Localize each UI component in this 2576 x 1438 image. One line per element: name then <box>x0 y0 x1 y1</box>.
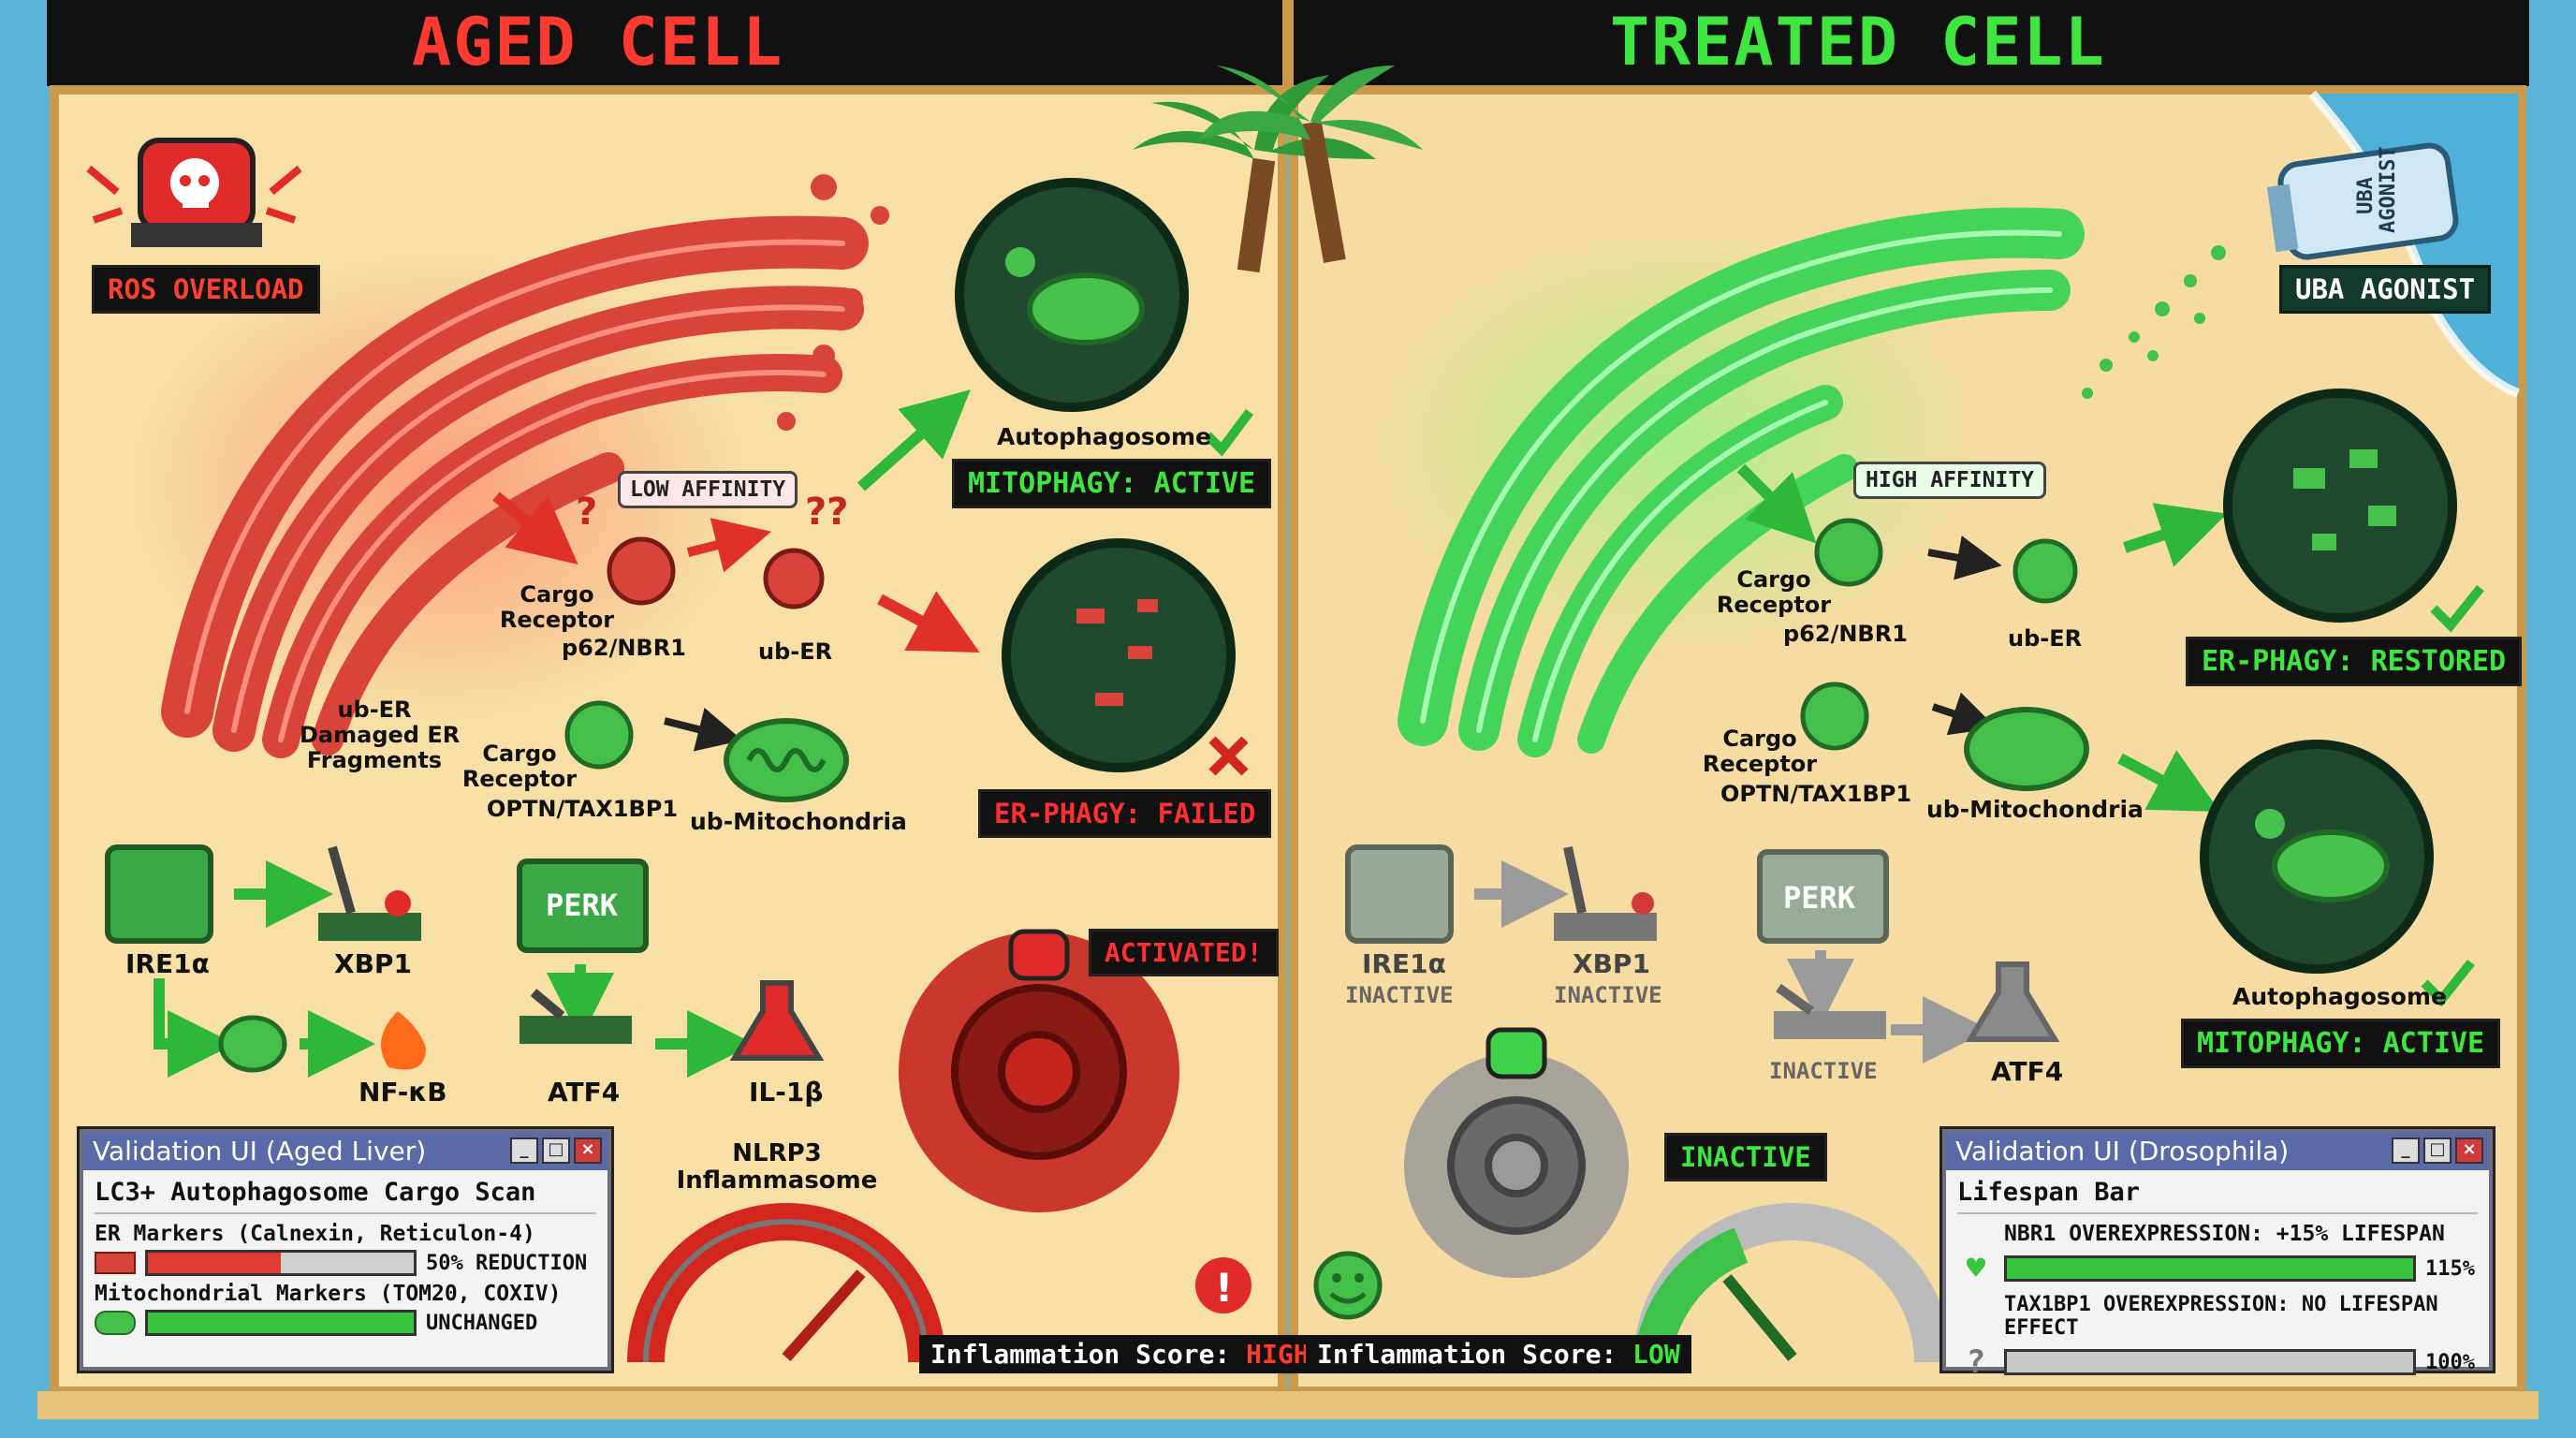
tax1bp1-lifespan-bar-fill <box>2007 1352 2413 1372</box>
minimize-button[interactable]: _ <box>2392 1137 2420 1164</box>
nbr1-lifespan-bar <box>2004 1255 2416 1282</box>
er-fragment-icon <box>95 1252 136 1274</box>
question-icon: ? <box>1966 1343 1986 1381</box>
activated-badge: ACTIVATED! <box>1089 929 1279 976</box>
svg-text:!: ! <box>1215 1265 1233 1311</box>
mito-markers-bar-fill <box>148 1313 414 1333</box>
close-button[interactable]: × <box>2455 1137 2483 1164</box>
treated-ire1-state: INACTIVE <box>1345 982 1454 1008</box>
high-affinity-bubble: HIGH AFFINITY <box>1853 462 2047 499</box>
treated-ub-mitochondria-label: ub-Mitochondria <box>1926 796 2144 823</box>
ub-er-label: ub-ER <box>758 638 833 665</box>
nbr1-lifespan-label: NBR1 OVEREXPRESSION: +15% LIFESPAN <box>2004 1222 2445 1246</box>
treated-cell-header: TREATED CELL <box>1610 4 2106 81</box>
maximize-button[interactable]: □ <box>542 1137 570 1164</box>
er-markers-bar <box>145 1250 417 1276</box>
p62-nbr1-label: p62/NBR1 <box>562 635 686 661</box>
nbr1-lifespan-value: 115% <box>2425 1256 2475 1281</box>
autophagosome-label: Autophagosome <box>997 423 1211 450</box>
lifespan-bar-heading: Lifespan Bar <box>1957 1178 2478 1214</box>
mito-markers-label: Mitochondrial Markers (TOM20, COXIV) <box>95 1282 562 1306</box>
perk-label: PERK <box>546 888 619 923</box>
treated-lever-state: INACTIVE <box>1769 1058 1878 1084</box>
window-title: Validation UI (Aged Liver) <box>93 1136 427 1167</box>
mito-markers-value: UNCHANGED <box>426 1311 538 1335</box>
inflammasome-inactive-badge: INACTIVE <box>1664 1133 1827 1181</box>
validation-window-treated: Validation UI (Drosophila) _ □ × Lifespa… <box>1942 1129 2493 1381</box>
treated-p62-nbr1-label: p62/NBR1 <box>1783 621 1908 647</box>
ire1-label: IRE1α <box>125 948 210 979</box>
er-phagy-restored-badge: ER-PHAGY: RESTORED <box>2186 637 2523 686</box>
er-markers-value: 50% REDUCTION <box>426 1251 588 1275</box>
er-markers-bar-fill <box>148 1253 281 1273</box>
il1b-label: IL-1β <box>749 1077 824 1108</box>
ros-overload-badge: ROS OVERLOAD <box>92 265 320 314</box>
mitophagy-active-badge: MITOPHAGY: ACTIVE <box>952 459 1272 508</box>
tax1bp1-lifespan-value: 100% <box>2425 1350 2475 1374</box>
optn-tax1bp1-label: OPTN/TAX1BP1 <box>487 796 679 822</box>
cargo-scan-heading: LC3+ Autophagosome Cargo Scan <box>95 1178 596 1214</box>
tax1bp1-lifespan-label: TAX1BP1 OVEREXPRESSION: NO LIFESPAN EFFE… <box>2004 1293 2438 1340</box>
low-affinity-bubble: LOW AFFINITY <box>618 471 798 508</box>
window-title-bar[interactable]: Validation UI (Drosophila) _ □ × <box>1946 1133 2489 1170</box>
maximize-button[interactable]: □ <box>2423 1137 2452 1164</box>
treated-autophagosome-label: Autophagosome <box>2232 983 2447 1010</box>
treated-xbp1-state: INACTIVE <box>1554 982 1662 1008</box>
validation-window-aged: Validation UI (Aged Liver) _ □ × LC3+ Au… <box>80 1129 611 1371</box>
nfkb-label: NF-κB <box>359 1077 447 1108</box>
xbp1-label: XBP1 <box>334 948 412 979</box>
uba-agonist-badge: UBA AGONIST <box>2279 265 2492 314</box>
inflammation-score-treated: Inflammation Score: LOW <box>1306 1335 1691 1373</box>
ub-mitochondria-label: ub-Mitochondria <box>690 808 907 835</box>
svg-text:?: ? <box>576 491 597 534</box>
inflammation-score-aged: Inflammation Score: HIGH <box>919 1335 1321 1373</box>
treated-xbp1-label: XBP1 <box>1573 948 1650 979</box>
window-title: Validation UI (Drosophila) <box>1955 1136 2290 1167</box>
treated-ub-er-label: ub-ER <box>2008 625 2083 652</box>
atf4-label: ATF4 <box>548 1077 621 1108</box>
window-title-bar[interactable]: Validation UI (Aged Liver) _ □ × <box>83 1133 607 1170</box>
nbr1-lifespan-bar-fill <box>2007 1258 2413 1279</box>
mito-markers-bar <box>145 1310 417 1336</box>
treated-perk-label: PERK <box>1783 880 1856 916</box>
svg-text:??: ?? <box>805 491 848 534</box>
treated-optn-tax1bp1-label: OPTN/TAX1BP1 <box>1720 781 1912 807</box>
treated-mitophagy-active-badge: MITOPHAGY: ACTIVE <box>2181 1019 2501 1068</box>
minimize-button[interactable]: _ <box>510 1137 538 1164</box>
heart-icon: ♥ <box>1966 1250 1986 1287</box>
treated-ire1-label: IRE1α <box>1362 948 1446 979</box>
er-markers-label: ER Markers (Calnexin, Reticulon-4) <box>95 1222 535 1246</box>
mitochondria-icon <box>95 1311 136 1335</box>
close-button[interactable]: × <box>574 1137 602 1164</box>
treated-atf4-label: ATF4 <box>1991 1056 2064 1087</box>
er-phagy-failed-badge: ER-PHAGY: FAILED <box>978 789 1272 838</box>
aged-cell-header: AGED CELL <box>412 4 784 81</box>
tax1bp1-lifespan-bar <box>2004 1349 2416 1375</box>
